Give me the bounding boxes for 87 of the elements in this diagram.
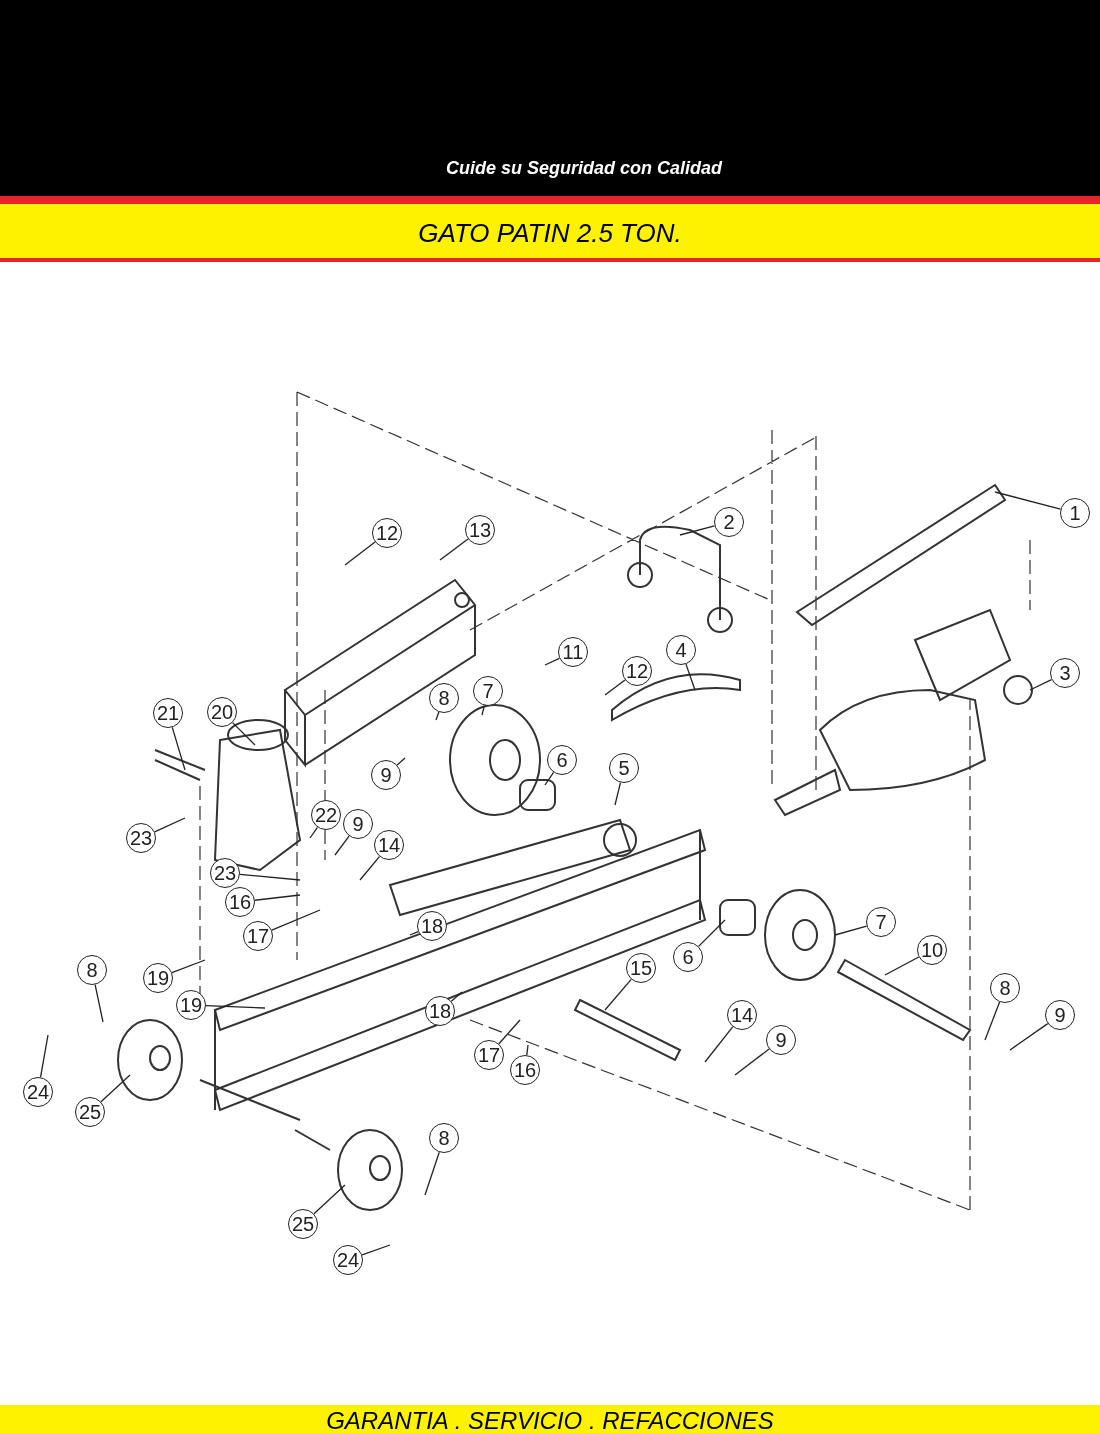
slogan: Cuide su Seguridad con Calidad bbox=[446, 158, 723, 179]
callout-number: 7 bbox=[473, 676, 503, 706]
footer-text: GARANTIA . SERVICIO . REFACCIONES bbox=[325, 1407, 775, 1433]
callout-number: 24 bbox=[23, 1077, 53, 1107]
leader-line bbox=[100, 1074, 131, 1103]
leader-line bbox=[704, 1026, 734, 1063]
callout-number: 18 bbox=[417, 911, 447, 941]
leader-line bbox=[334, 835, 350, 856]
callout-number: 25 bbox=[75, 1097, 105, 1127]
callout-number: 8 bbox=[429, 1123, 459, 1153]
leader-line bbox=[171, 726, 186, 771]
callout-number: 3 bbox=[1050, 658, 1080, 688]
callout-number: 1 bbox=[1060, 498, 1090, 528]
callout-number: 6 bbox=[673, 942, 703, 972]
leader-line bbox=[526, 1044, 529, 1056]
callout-number: 10 bbox=[917, 935, 947, 965]
leader-line bbox=[994, 491, 1062, 510]
leader-line bbox=[498, 1019, 521, 1045]
leader-line bbox=[1029, 678, 1053, 691]
callout-number: 20 bbox=[207, 697, 237, 727]
leader-line bbox=[313, 1184, 346, 1215]
leader-line bbox=[679, 525, 716, 536]
callout-number: 8 bbox=[429, 683, 459, 713]
callout-number: 17 bbox=[474, 1040, 504, 1070]
leader-line bbox=[544, 657, 561, 666]
leader-line bbox=[344, 541, 376, 566]
leader-line bbox=[361, 1244, 391, 1256]
callout-number: 18 bbox=[425, 996, 455, 1026]
leader-line bbox=[685, 663, 696, 691]
leader-line bbox=[396, 757, 406, 766]
callout-number: 19 bbox=[143, 963, 173, 993]
leader-line bbox=[171, 959, 206, 974]
leader-line bbox=[231, 721, 256, 746]
callout-number: 16 bbox=[510, 1055, 540, 1085]
callout-number: 22 bbox=[311, 800, 341, 830]
callout-number: 11 bbox=[558, 637, 588, 667]
callout-number: 23 bbox=[126, 823, 156, 853]
leader-line bbox=[481, 704, 485, 716]
leader-line bbox=[409, 931, 419, 936]
callout-number: 13 bbox=[465, 515, 495, 545]
callout-number: 5 bbox=[609, 753, 639, 783]
title: GATO PATIN 2.5 TON. bbox=[417, 218, 683, 249]
callout-number: 8 bbox=[77, 955, 107, 985]
leader-line bbox=[254, 894, 301, 901]
leader-line bbox=[544, 771, 555, 786]
leader-line bbox=[271, 909, 321, 931]
leader-line bbox=[309, 826, 319, 839]
callout-number: 4 bbox=[666, 635, 696, 665]
callout-number: 25 bbox=[288, 1209, 318, 1239]
callout-number: 19 bbox=[176, 990, 206, 1020]
leader-line bbox=[205, 1004, 266, 1009]
callout-number: 2 bbox=[714, 507, 744, 537]
callout-number: 23 bbox=[210, 858, 240, 888]
leader-line bbox=[614, 781, 622, 806]
leader-line bbox=[697, 919, 726, 948]
callout-number: 6 bbox=[547, 745, 577, 775]
leader-line bbox=[154, 817, 186, 833]
leader-line bbox=[884, 956, 920, 976]
callout-number: 8 bbox=[990, 973, 1020, 1003]
callout-number: 12 bbox=[372, 518, 402, 548]
callout-number: 24 bbox=[333, 1245, 363, 1275]
callout-number: 9 bbox=[343, 809, 373, 839]
callout-number: 9 bbox=[766, 1025, 796, 1055]
callout-number: 12 bbox=[622, 656, 652, 686]
leader-line bbox=[94, 984, 104, 1023]
leader-line bbox=[834, 925, 868, 936]
callout-number: 17 bbox=[243, 921, 273, 951]
callout-number: 7 bbox=[866, 907, 896, 937]
leader-line bbox=[39, 1034, 49, 1078]
leader-line bbox=[604, 978, 632, 1011]
leader-line bbox=[239, 873, 301, 881]
leader-line bbox=[1009, 1022, 1049, 1051]
leader-line bbox=[984, 1001, 1001, 1041]
leader-line bbox=[435, 711, 440, 721]
callout-number: 9 bbox=[371, 760, 401, 790]
callout-number: 16 bbox=[225, 887, 255, 917]
leader-line bbox=[604, 679, 626, 696]
callout-number: 14 bbox=[374, 830, 404, 860]
leader-line bbox=[359, 855, 381, 881]
callout-number: 21 bbox=[153, 698, 183, 728]
callout-number: 9 bbox=[1045, 1000, 1075, 1030]
leader-line bbox=[439, 538, 469, 561]
leader-line bbox=[424, 1151, 440, 1196]
callout-number: 15 bbox=[626, 953, 656, 983]
leader-line bbox=[450, 991, 463, 1002]
leader-line bbox=[734, 1048, 770, 1076]
callout-number: 14 bbox=[727, 1000, 757, 1030]
